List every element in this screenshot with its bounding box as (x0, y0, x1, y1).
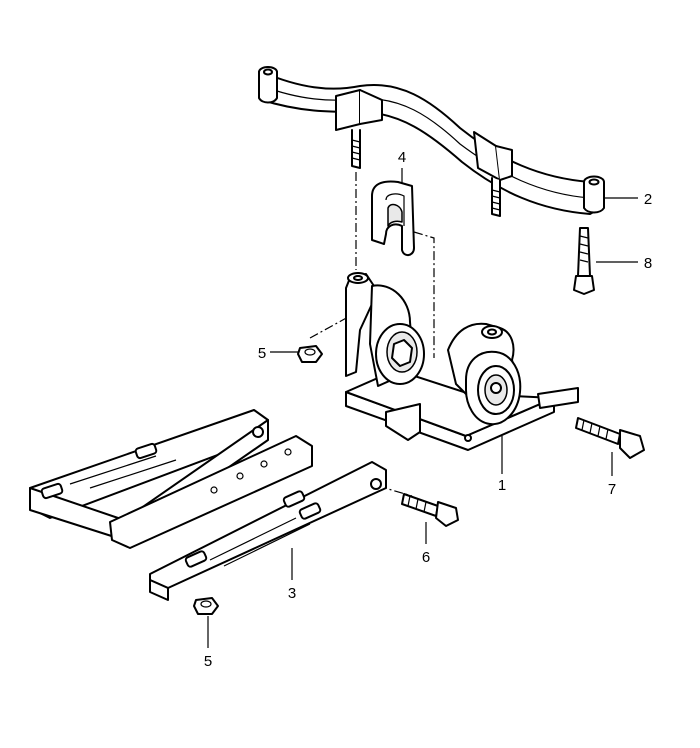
callouts: 4 2 8 5 1 7 6 3 5 (204, 149, 652, 670)
callout-5-lower: 5 (204, 653, 212, 670)
engine-mount (345, 272, 579, 451)
callout-4: 4 (398, 149, 406, 166)
nut-5-lower (193, 597, 219, 615)
bolt-8 (573, 227, 595, 295)
callout-8: 8 (644, 255, 652, 272)
callout-1: 1 (498, 477, 506, 494)
callout-6: 6 (422, 549, 430, 566)
callout-5-upper: 5 (258, 345, 266, 362)
mount-insert (371, 180, 415, 256)
callout-3: 3 (288, 585, 296, 602)
callout-2: 2 (644, 191, 652, 208)
callout-7: 7 (608, 481, 616, 498)
crossmember-bar (258, 66, 605, 217)
nut-5-upper (297, 345, 323, 363)
bolt-6 (401, 493, 459, 527)
bolt-7 (575, 417, 645, 459)
leader-lines (207, 168, 638, 648)
mounting-plates (29, 409, 387, 601)
